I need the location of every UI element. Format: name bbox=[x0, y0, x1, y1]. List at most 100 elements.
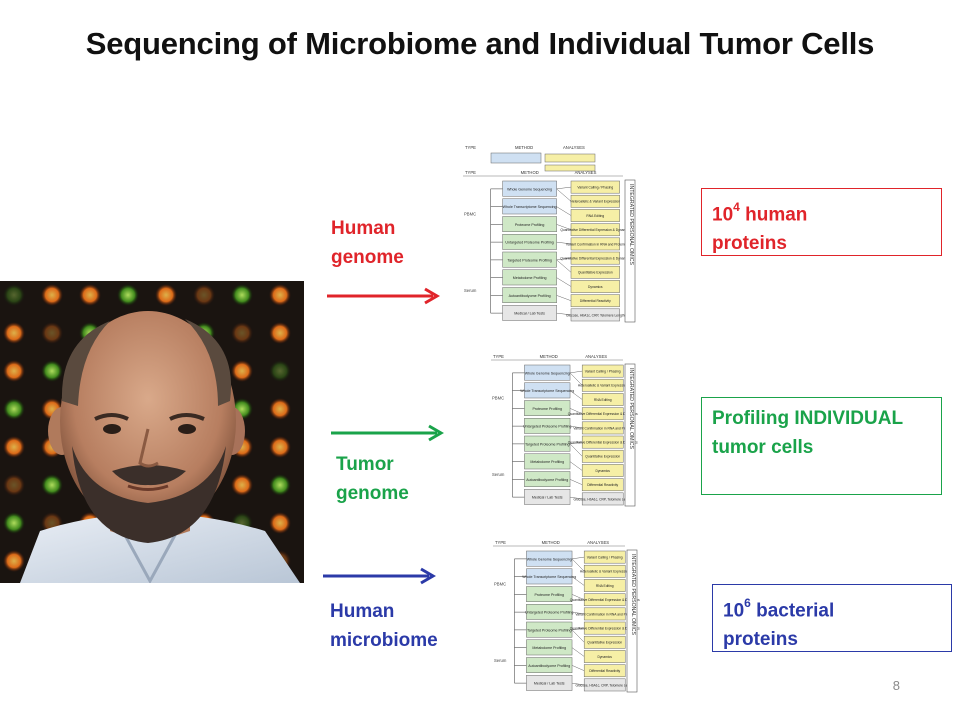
human-genome-line1: Human bbox=[331, 218, 396, 239]
diagram-analysis-label: Quantitative Expression bbox=[578, 271, 613, 275]
human-microbiome-label: Human microbiome bbox=[330, 597, 438, 655]
diagram-analysis-box bbox=[581, 435, 624, 449]
diagram-analysis-box bbox=[581, 378, 624, 392]
green-arrow bbox=[331, 424, 444, 442]
array-spot bbox=[155, 284, 177, 306]
diagram-analysis-label: Quantitative Expression bbox=[585, 455, 620, 459]
diagram-analysis-label: Dynamics bbox=[595, 469, 610, 473]
diagram-method-label: Autoantibodyome Profiling bbox=[528, 664, 570, 668]
diagram-method-label: Targeted Proteome Profiling bbox=[507, 258, 552, 262]
tumor-cells-line1: Profiling INDIVIDUAL bbox=[712, 408, 904, 429]
diagram-link bbox=[556, 259, 572, 273]
diagram-method-box bbox=[526, 586, 573, 602]
diagram-side-label: INTEGRATED PERSONAL OMICS bbox=[630, 554, 636, 636]
diagram-side-bar bbox=[624, 179, 636, 323]
diagram-analysis-box bbox=[583, 664, 626, 678]
diagram-link bbox=[556, 224, 572, 230]
diagram-method-box bbox=[526, 604, 573, 620]
diagram-analysis-label: Quantitative Expression bbox=[587, 641, 622, 645]
diagram-col-method: METHOD bbox=[540, 354, 558, 359]
array-spot bbox=[269, 436, 291, 458]
diagram-analysis-label: RNA Editing bbox=[594, 398, 612, 402]
diagram-analysis-label: Dynamics bbox=[588, 285, 603, 289]
array-spot bbox=[117, 284, 139, 306]
diagram-link bbox=[556, 277, 572, 287]
bacterial-proteins-line2: proteins bbox=[723, 629, 798, 651]
diagram-analysis-label: Heteroallelic & Variant Expression bbox=[578, 384, 628, 388]
array-spot bbox=[3, 512, 25, 534]
diagram-analysis-box bbox=[544, 153, 596, 163]
diagram-analysis-box bbox=[581, 393, 624, 406]
diagram-method-box bbox=[524, 453, 571, 470]
diagram-link bbox=[571, 558, 585, 572]
diagram-method-box bbox=[502, 198, 557, 215]
diagram-method-label: Whole Genome Sequencing bbox=[527, 557, 572, 561]
diagram-link bbox=[571, 629, 585, 643]
slide-title: Sequencing of Microbiome and Individual … bbox=[85, 26, 875, 61]
diagram-method-box bbox=[502, 234, 557, 250]
diagram-analysis-label: Quantitative Differential Expression & D… bbox=[560, 257, 630, 261]
page-number: 8 bbox=[892, 678, 900, 693]
diagram-method-label: Untargeted Proteome Profiling bbox=[523, 425, 571, 429]
tumor-genome-line1: Tumor bbox=[336, 454, 394, 475]
diagram-method-box bbox=[502, 269, 557, 286]
diagram-method-box bbox=[524, 489, 571, 505]
diagram-method-label: Metabolome Profiling bbox=[532, 646, 566, 650]
diagram-method-label: Targeted Proteome Profiling bbox=[527, 628, 572, 632]
diagram-analysis-label: Glucose, HbA1c, CRP, Telomere Length bbox=[566, 313, 625, 317]
diagram-analysis-box bbox=[581, 464, 624, 477]
array-spot bbox=[231, 360, 253, 382]
diagram-analysis-box bbox=[570, 223, 620, 237]
diagram-analysis-label: Glucose, HbA1c, CRP, Telomere Length bbox=[575, 683, 634, 687]
diagram-source: PBMC bbox=[464, 212, 476, 217]
blue-arrow bbox=[323, 567, 436, 585]
array-spot bbox=[41, 322, 63, 344]
tumor-cells-box: Profiling INDIVIDUAL tumor cells bbox=[701, 397, 942, 495]
diagram-link bbox=[569, 372, 583, 386]
human-microbiome-line1: Human bbox=[330, 601, 395, 622]
diagram-analysis-label: RNA Editing bbox=[586, 214, 604, 218]
diagram-link bbox=[556, 188, 572, 202]
diagram-col-analyses: ANALYSES bbox=[585, 354, 607, 359]
array-spot bbox=[269, 284, 291, 306]
diagram-method-label: Whole Transcriptome Sequencing bbox=[503, 205, 557, 209]
diagram-analysis-box bbox=[583, 621, 626, 635]
diagram-analysis-box bbox=[583, 678, 626, 692]
tumor-genome-label: Tumor genome bbox=[336, 450, 409, 508]
diagram-method-label: Proteome Profiling bbox=[532, 407, 562, 411]
diagram-link bbox=[569, 443, 583, 457]
diagram-col-type: TYPE bbox=[493, 354, 504, 359]
diagram-analysis-box bbox=[581, 421, 624, 435]
diagram-analysis-label: Heteroallelic & Variant Expression bbox=[570, 200, 620, 204]
diagram-analysis-box bbox=[581, 478, 624, 492]
diagram-link bbox=[571, 576, 585, 586]
diagram-analysis-box bbox=[570, 294, 620, 308]
diagram-link bbox=[569, 408, 583, 414]
diagram-link bbox=[572, 556, 585, 560]
diagram-method-label: Autoantibodyome Profiling bbox=[526, 478, 568, 482]
diagram-col-type: TYPE bbox=[465, 170, 476, 175]
diagram-link bbox=[570, 425, 583, 429]
diagram-source: Serum bbox=[494, 658, 507, 663]
diagram-link bbox=[556, 186, 572, 190]
diagram-analysis-box bbox=[570, 251, 620, 265]
diagram-analysis-box bbox=[583, 635, 626, 649]
bacterial-proteins-box: 106 bacterial proteins bbox=[712, 584, 952, 652]
diagram-method-label: Targeted Proteome Profiling bbox=[525, 442, 570, 446]
diagram-analysis-box bbox=[570, 237, 620, 251]
diagram-analysis-label: Quantitative Differential Expression & D… bbox=[570, 598, 640, 602]
human-proteins-line1: 104 human bbox=[712, 200, 808, 226]
diagram-method-box bbox=[526, 675, 573, 691]
diagram-col-analyses: ANALYSES bbox=[563, 145, 585, 150]
diagram-analysis-box bbox=[581, 364, 624, 378]
array-spot bbox=[3, 360, 25, 382]
diagram-link bbox=[569, 390, 583, 400]
diagram-col-type: TYPE bbox=[465, 145, 476, 150]
diagram-analysis-box bbox=[583, 593, 626, 607]
diagram-link bbox=[571, 594, 585, 600]
array-spot bbox=[269, 398, 291, 420]
diagram-method-box bbox=[526, 657, 573, 673]
diagram-method-box bbox=[524, 400, 571, 416]
